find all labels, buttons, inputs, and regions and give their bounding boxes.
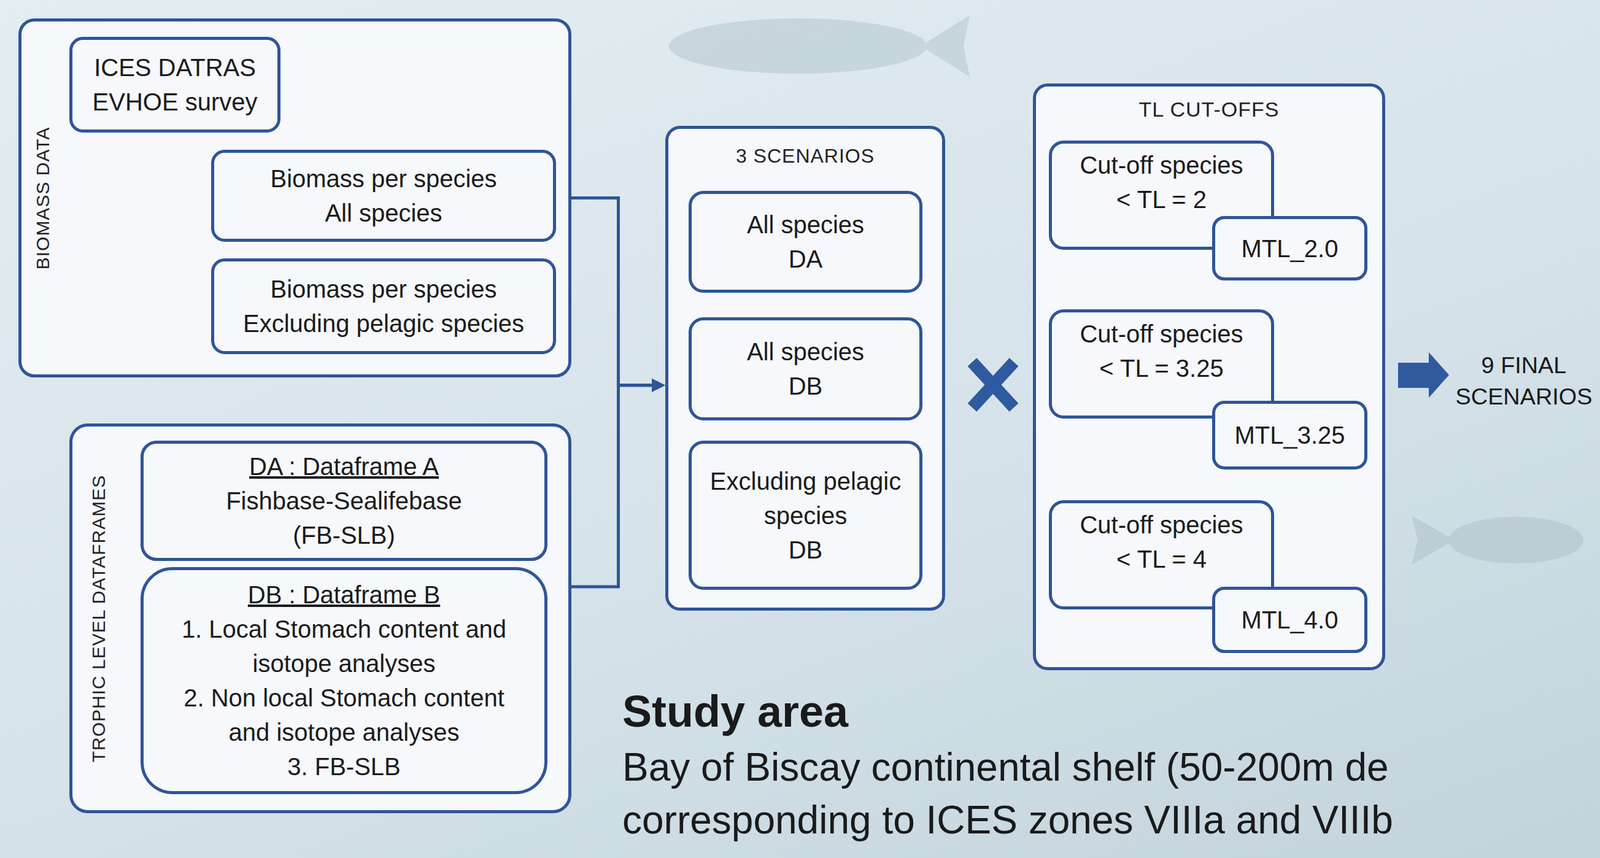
panel-heading: 3 SCENARIOS [668, 144, 943, 168]
cross-stroke [972, 362, 1014, 408]
note-text: Bay of Biscay continental shelf (50-200m… [622, 745, 1389, 791]
box-text: 3. FB-SLB [287, 749, 401, 784]
box-text: < TL = 4 [1116, 541, 1207, 577]
dataframe-box: DA : Dataframe AFishbase-Sealifebase (FB… [140, 440, 548, 561]
scenario-box: All speciesDB [688, 317, 923, 421]
panel-heading: BIOMASS DATA [32, 126, 54, 270]
box-text: ICES DATRAS EVHOE survey [85, 50, 264, 120]
box-text: Cut-off species [1079, 507, 1243, 542]
output-box: MTL_3.25 [1212, 400, 1368, 470]
box-text: All species [746, 334, 865, 369]
connector-line [571, 198, 655, 386]
box-text: DA [788, 241, 824, 277]
data-box: Biomass per speciesAll species [211, 149, 557, 242]
box-text: Biomass per species [270, 161, 497, 196]
fish-body [668, 18, 927, 74]
box-text: < TL = 2 [1116, 182, 1207, 217]
result-label: 9 FINAL SCENARIOS [1452, 349, 1596, 413]
panel-heading: TL CUT-OFFS [1035, 97, 1383, 122]
box-text: Excluding pelagic species [243, 306, 525, 341]
box-text: Excluding pelagic species [705, 463, 906, 533]
box-text: MTL_3.25 [1234, 417, 1345, 453]
dataframe-box: DB : Dataframe B1. Local Stomach content… [140, 567, 548, 795]
box-text: MTL_4.0 [1241, 602, 1339, 638]
connector [571, 198, 666, 393]
note-text: corresponding to ICES zones VIIIa and VI… [622, 797, 1394, 844]
box-text: MTL_2.0 [1241, 231, 1339, 266]
cross-stroke [972, 362, 1014, 408]
data-box: Biomass per speciesExcluding pelagic spe… [211, 258, 557, 355]
multiply-mark [972, 362, 1014, 408]
box-text: Biomass per species [270, 271, 497, 307]
connector-line [571, 385, 655, 587]
fish-body [1448, 516, 1584, 564]
source-box: ICES DATRAS EVHOE survey [69, 36, 281, 133]
arrowhead [651, 378, 666, 393]
box-heading: DB : Dataframe B [247, 577, 441, 612]
box-text: Fishbase-Sealifebase (FB-SLB) [212, 483, 477, 553]
connector [571, 378, 666, 587]
box-text: All species [746, 207, 865, 242]
output-box: MTL_4.0 [1212, 586, 1368, 654]
section-title: Study area [622, 686, 849, 738]
box-text: < TL = 3.25 [1099, 351, 1224, 386]
box-text: DB [788, 368, 824, 404]
output-box: MTL_2.0 [1212, 216, 1368, 281]
scenario-box: Excluding pelagic speciesDB [688, 440, 923, 590]
group-panel: TROPHIC LEVEL DATAFRAMES DA : Dataframe A… [69, 423, 572, 814]
group-panel: 3 SCENARIOSAll speciesDAAll speciesDBExc… [665, 125, 946, 611]
fish-tail [920, 15, 970, 77]
box-text: Cut-off species [1079, 316, 1243, 352]
box-text: DB [788, 532, 824, 568]
arrowhead [651, 378, 666, 393]
fish-tail [1411, 515, 1455, 565]
scenario-box: All speciesDA [688, 190, 923, 293]
group-panel: TL CUT-OFFSCut-off species< TL = 2MTL_2.… [1032, 83, 1386, 671]
box-heading: DA : Dataframe A [249, 449, 439, 484]
panel-heading: TROPHIC LEVEL DATAFRAMES [88, 474, 110, 763]
box-text: All species [324, 195, 442, 231]
block-arrow [1398, 352, 1450, 398]
group-panel: BIOMASS DATA ICES DATRAS EVHOE surveyBiom… [18, 18, 572, 378]
box-text: Cut-off species [1079, 147, 1243, 183]
box-text: 2. Non local Stomach content and isotope… [178, 680, 511, 750]
box-text: 1. Local Stomach content and isotope ana… [178, 611, 511, 681]
